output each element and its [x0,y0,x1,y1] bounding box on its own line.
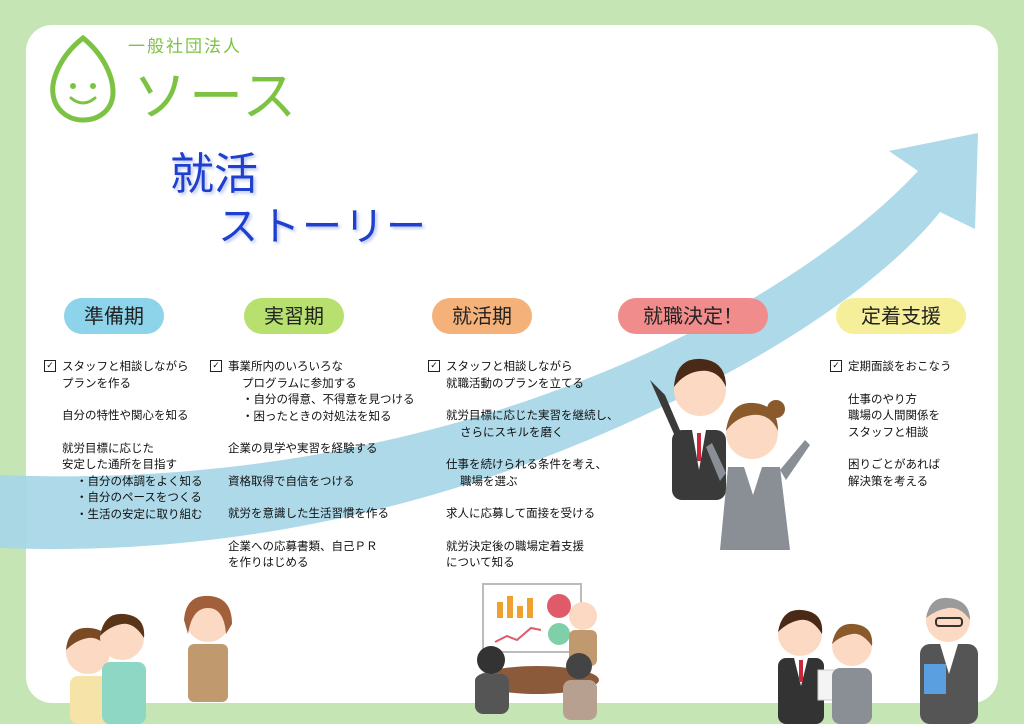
list-item: 資格取得で自信をつける [228,473,355,488]
stage-preparation: 準備期 [64,298,164,334]
list-item: 困りごとがあれば解決策を考える [848,457,940,488]
stage-employment-decided: 就職決定！ [618,298,768,334]
list-item: 就労を意識した生活習慣を作る [228,506,389,520]
stage-practice: 実習期 [244,298,344,334]
checkbox-icon [44,360,56,372]
page-title-line1: 就活 [170,149,258,200]
list-item: 企業の見学や実習を経験する [228,441,378,455]
list-item: 求人に応募して面接を受ける [446,506,596,520]
list-item: 仕事を続けられる条件を考え、職場を選ぶ [446,457,607,488]
checkbox-icon [210,360,222,372]
checkbox-icon [830,360,842,372]
meeting-illustration [475,583,599,720]
logo-drop-icon [50,34,116,123]
stage-job-hunting: 就活期 [432,298,532,334]
org-type: 一般社団法人 [128,37,242,57]
stage-retention-support: 定着支援 [836,298,966,334]
list-item: 就労目標に応じた実習を継続し、さらにスキルを磨く [446,408,619,439]
org-name: ソース [133,65,299,128]
list-item: 自分の特性や関心を知る [62,408,189,422]
list-item: 定期面談をおこなう [830,358,980,375]
list-item: 仕事のやり方職場の人間関係をスタッフと相談 [848,391,940,439]
celebrating-people-illustration [650,358,810,550]
list-item: 就労決定後の職場定着支援について知る [446,538,584,570]
people-consultation-illustration [66,595,232,724]
page-title-line2: ストーリー [218,204,428,250]
office-workers-illustration [778,597,978,724]
list-item: 就労目標に応じた安定した通所を目指す ・自分の体調をよく知る・自分のペースをつく… [62,440,203,521]
checkbox-icon [428,360,440,372]
